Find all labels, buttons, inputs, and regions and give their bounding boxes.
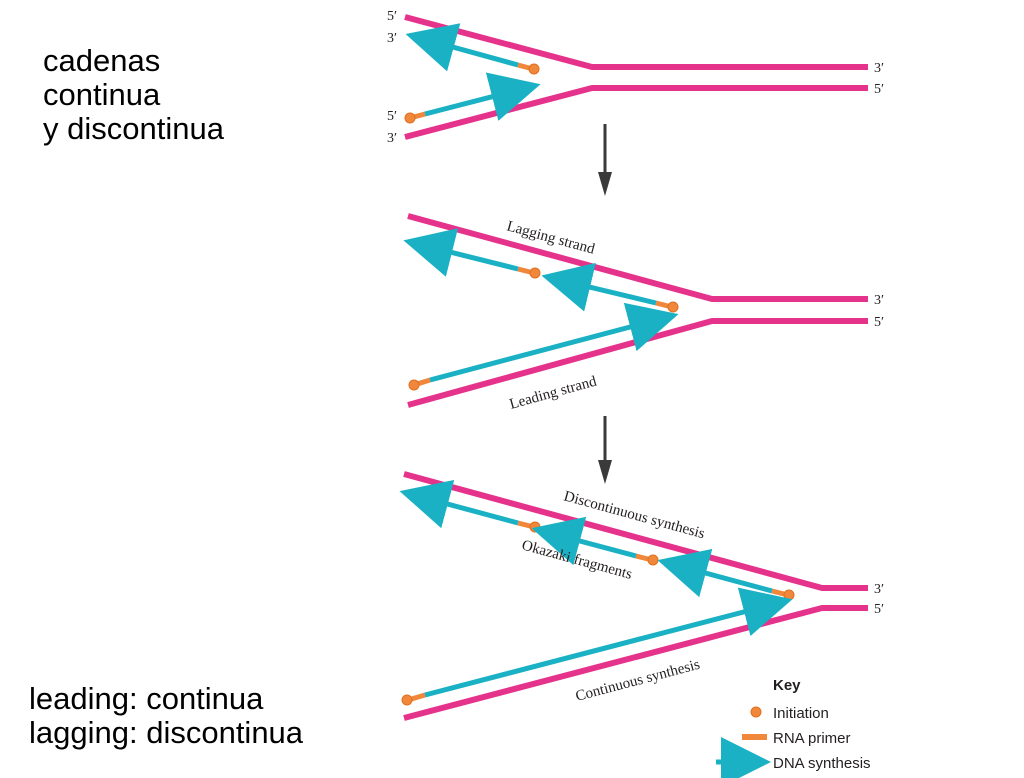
okazaki-fragment	[657, 548, 773, 598]
parental-strand-bottom	[407, 318, 868, 408]
initiation-dot	[528, 63, 540, 75]
key-rna-primer-label: RNA primer	[773, 730, 851, 747]
okazaki-fragment	[399, 479, 519, 529]
footer-line-lagging: lagging: discontinua	[29, 715, 304, 750]
parental-strand-bottom	[403, 605, 868, 721]
leading-strand-label: Leading strand	[508, 373, 599, 412]
initiation-dot	[529, 267, 541, 279]
end-label-3prime: 3′	[874, 293, 884, 308]
parental-strand-top	[407, 213, 868, 302]
end-label-3prime: 3′	[387, 131, 397, 146]
initiation-legend-icon	[750, 706, 762, 718]
process-arrow-2	[598, 416, 612, 484]
initiation-dot	[647, 554, 659, 566]
title-line-1: cadenas	[43, 43, 161, 78]
end-label-3prime: 3′	[874, 582, 884, 597]
initiation-dot	[529, 521, 541, 533]
dna-synthesis-arrow	[405, 23, 519, 72]
fork-panel-3: Discontinuous synthesis Okazaki fragment…	[399, 471, 884, 721]
initiation-dot	[408, 379, 420, 391]
initiation-dot	[667, 301, 679, 313]
rna-primer-legend-icon	[742, 734, 767, 740]
okazaki-fragment	[531, 516, 637, 566]
dna-synthesis-arrow	[424, 587, 793, 698]
end-label-3prime: 3′	[874, 61, 884, 76]
fork-panel-2: Lagging strand Leading strand 3′ 5′	[403, 213, 884, 413]
dna-synthesis-arrow	[424, 72, 541, 121]
end-label-5prime: 5′	[874, 82, 884, 97]
footer-notes: leading: continua lagging: discontinua	[29, 682, 303, 750]
okazaki-fragment	[541, 262, 657, 312]
end-label-5prime: 5′	[874, 315, 884, 330]
end-label-5prime: 5′	[387, 9, 397, 24]
slide-title: cadenas continua y discontinua	[43, 44, 224, 146]
key-dna-synthesis-label: DNA synthesis	[773, 755, 871, 772]
parental-strand-bottom	[404, 85, 868, 140]
fork-panel-1: 5′ 3′ 5′ 3′ 3′ 5′	[387, 9, 884, 146]
title-line-2: continua	[43, 77, 161, 112]
title-line-3: y discontinua	[43, 111, 224, 146]
initiation-dot	[783, 589, 795, 601]
key-initiation-label: Initiation	[773, 705, 829, 722]
footer-line-leading: leading: continua	[29, 681, 264, 716]
key-title: Key	[773, 677, 801, 694]
end-label-5prime: 5′	[874, 602, 884, 617]
initiation-dot	[401, 694, 413, 706]
dna-synthesis-arrow	[429, 302, 679, 383]
legend-key: Key Initiation RNA primer DNA synthesis	[716, 677, 871, 778]
okazaki-fragments-label: Okazaki fragments	[520, 537, 634, 582]
end-label-3prime: 3′	[387, 31, 397, 46]
parental-strand-top	[403, 471, 868, 591]
initiation-dot	[404, 112, 416, 124]
process-arrow-1	[598, 124, 612, 196]
continuous-synthesis-label: Continuous synthesis	[574, 657, 702, 705]
okazaki-fragment	[403, 228, 519, 277]
end-label-5prime: 5′	[387, 109, 397, 124]
parental-strand-top	[404, 14, 868, 70]
